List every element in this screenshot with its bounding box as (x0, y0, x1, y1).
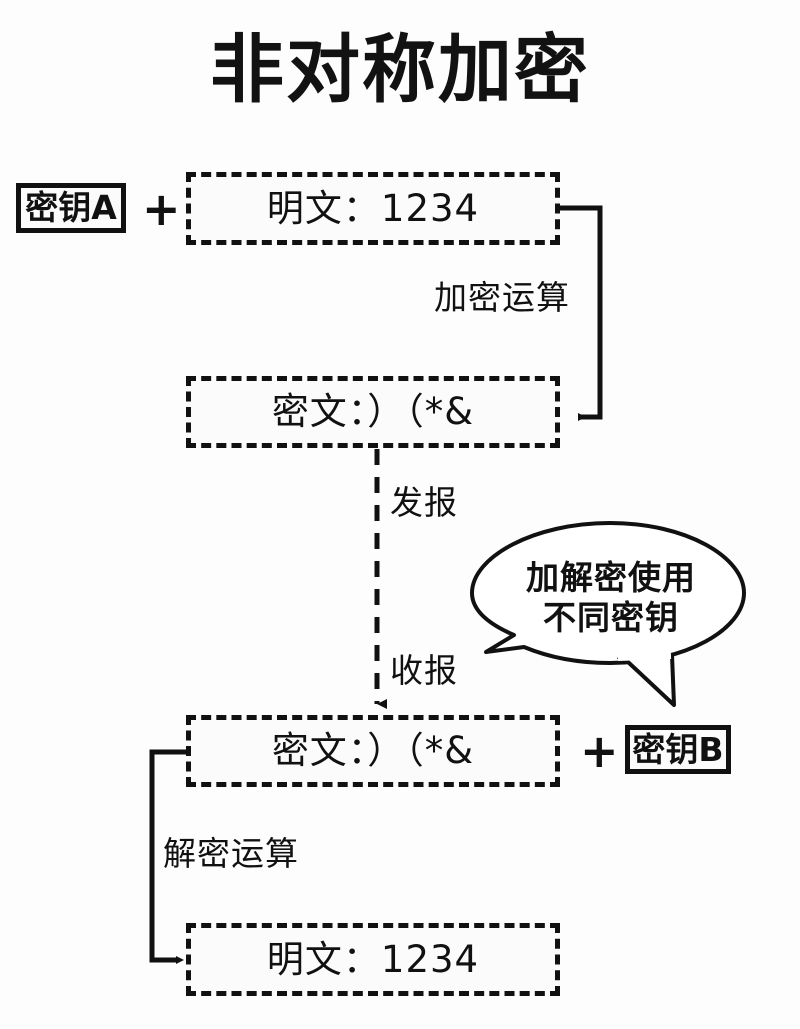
key-a-box: 密钥A (16, 183, 126, 233)
page-title: 非对称加密 (210, 27, 590, 113)
plaintext-bottom-box: 明文：1234 (186, 923, 560, 996)
plus-sign-bottom: + (580, 724, 619, 778)
key-b-box: 密钥B (625, 725, 731, 774)
send-label: 发报 (390, 483, 458, 522)
plus-sign-top: + (142, 182, 181, 236)
ciphertext-top-box: 密文：）（*& (186, 376, 560, 448)
ciphertext-bottom-box: 密文：）（*& (186, 715, 560, 787)
plaintext-top-box: 明文：1234 (186, 172, 560, 245)
decrypt-label: 解密运算 (163, 834, 299, 873)
encrypt-label: 加密运算 (434, 278, 570, 317)
callout-text: 加解密使用 不同密钥 (526, 558, 696, 637)
receive-label: 收报 (390, 651, 458, 690)
